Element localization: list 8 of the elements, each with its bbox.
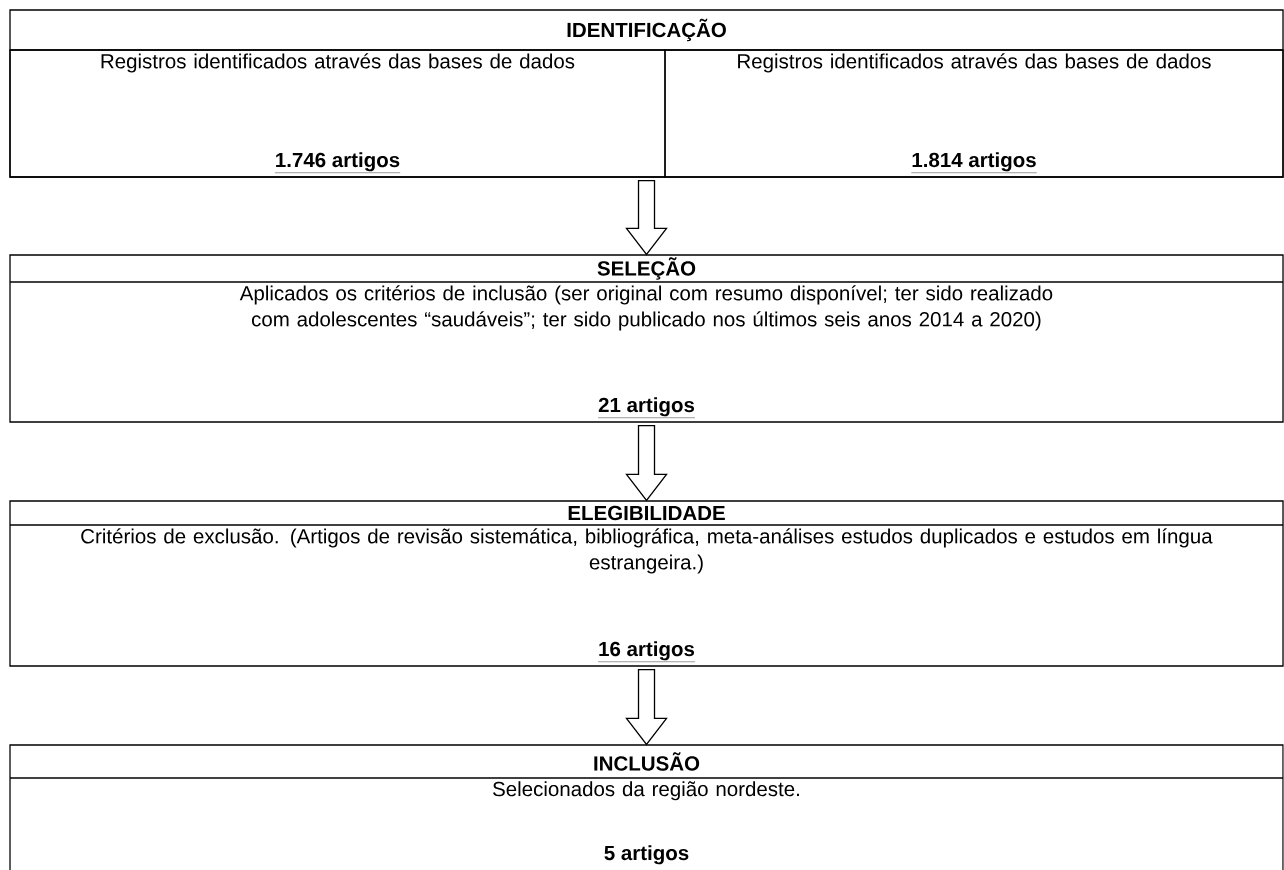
table-cell: Registros identificados através das bases de dados 1.814 artigos <box>664 49 1284 178</box>
flow-box: ELEGIBILIDADE Critérios de exclusão. (Artigos de revisão sistemática, bibliográfica, meta-análises estudos duplicados e estudos em língua estrangeira.) 16 artigos <box>9 500 1284 667</box>
table-cell: Registros identificados através das bases de dados 1.746 artigos <box>9 49 666 178</box>
flow-box: INCLUSÃO Selecionados da região nordeste. 5 artigos <box>9 744 1284 870</box>
flow-box: SELEÇÃO Aplicados os critérios de inclusão (ser original com resumo disponível; ter sido realizado com adolescentes “saudáveis”; ter sido publicado nos últimos seis anos 2014 a 2020) 21 artigos <box>9 254 1284 423</box>
block-arrow <box>625 669 668 746</box>
block-arrow <box>625 425 668 502</box>
block-arrow <box>625 180 668 256</box>
